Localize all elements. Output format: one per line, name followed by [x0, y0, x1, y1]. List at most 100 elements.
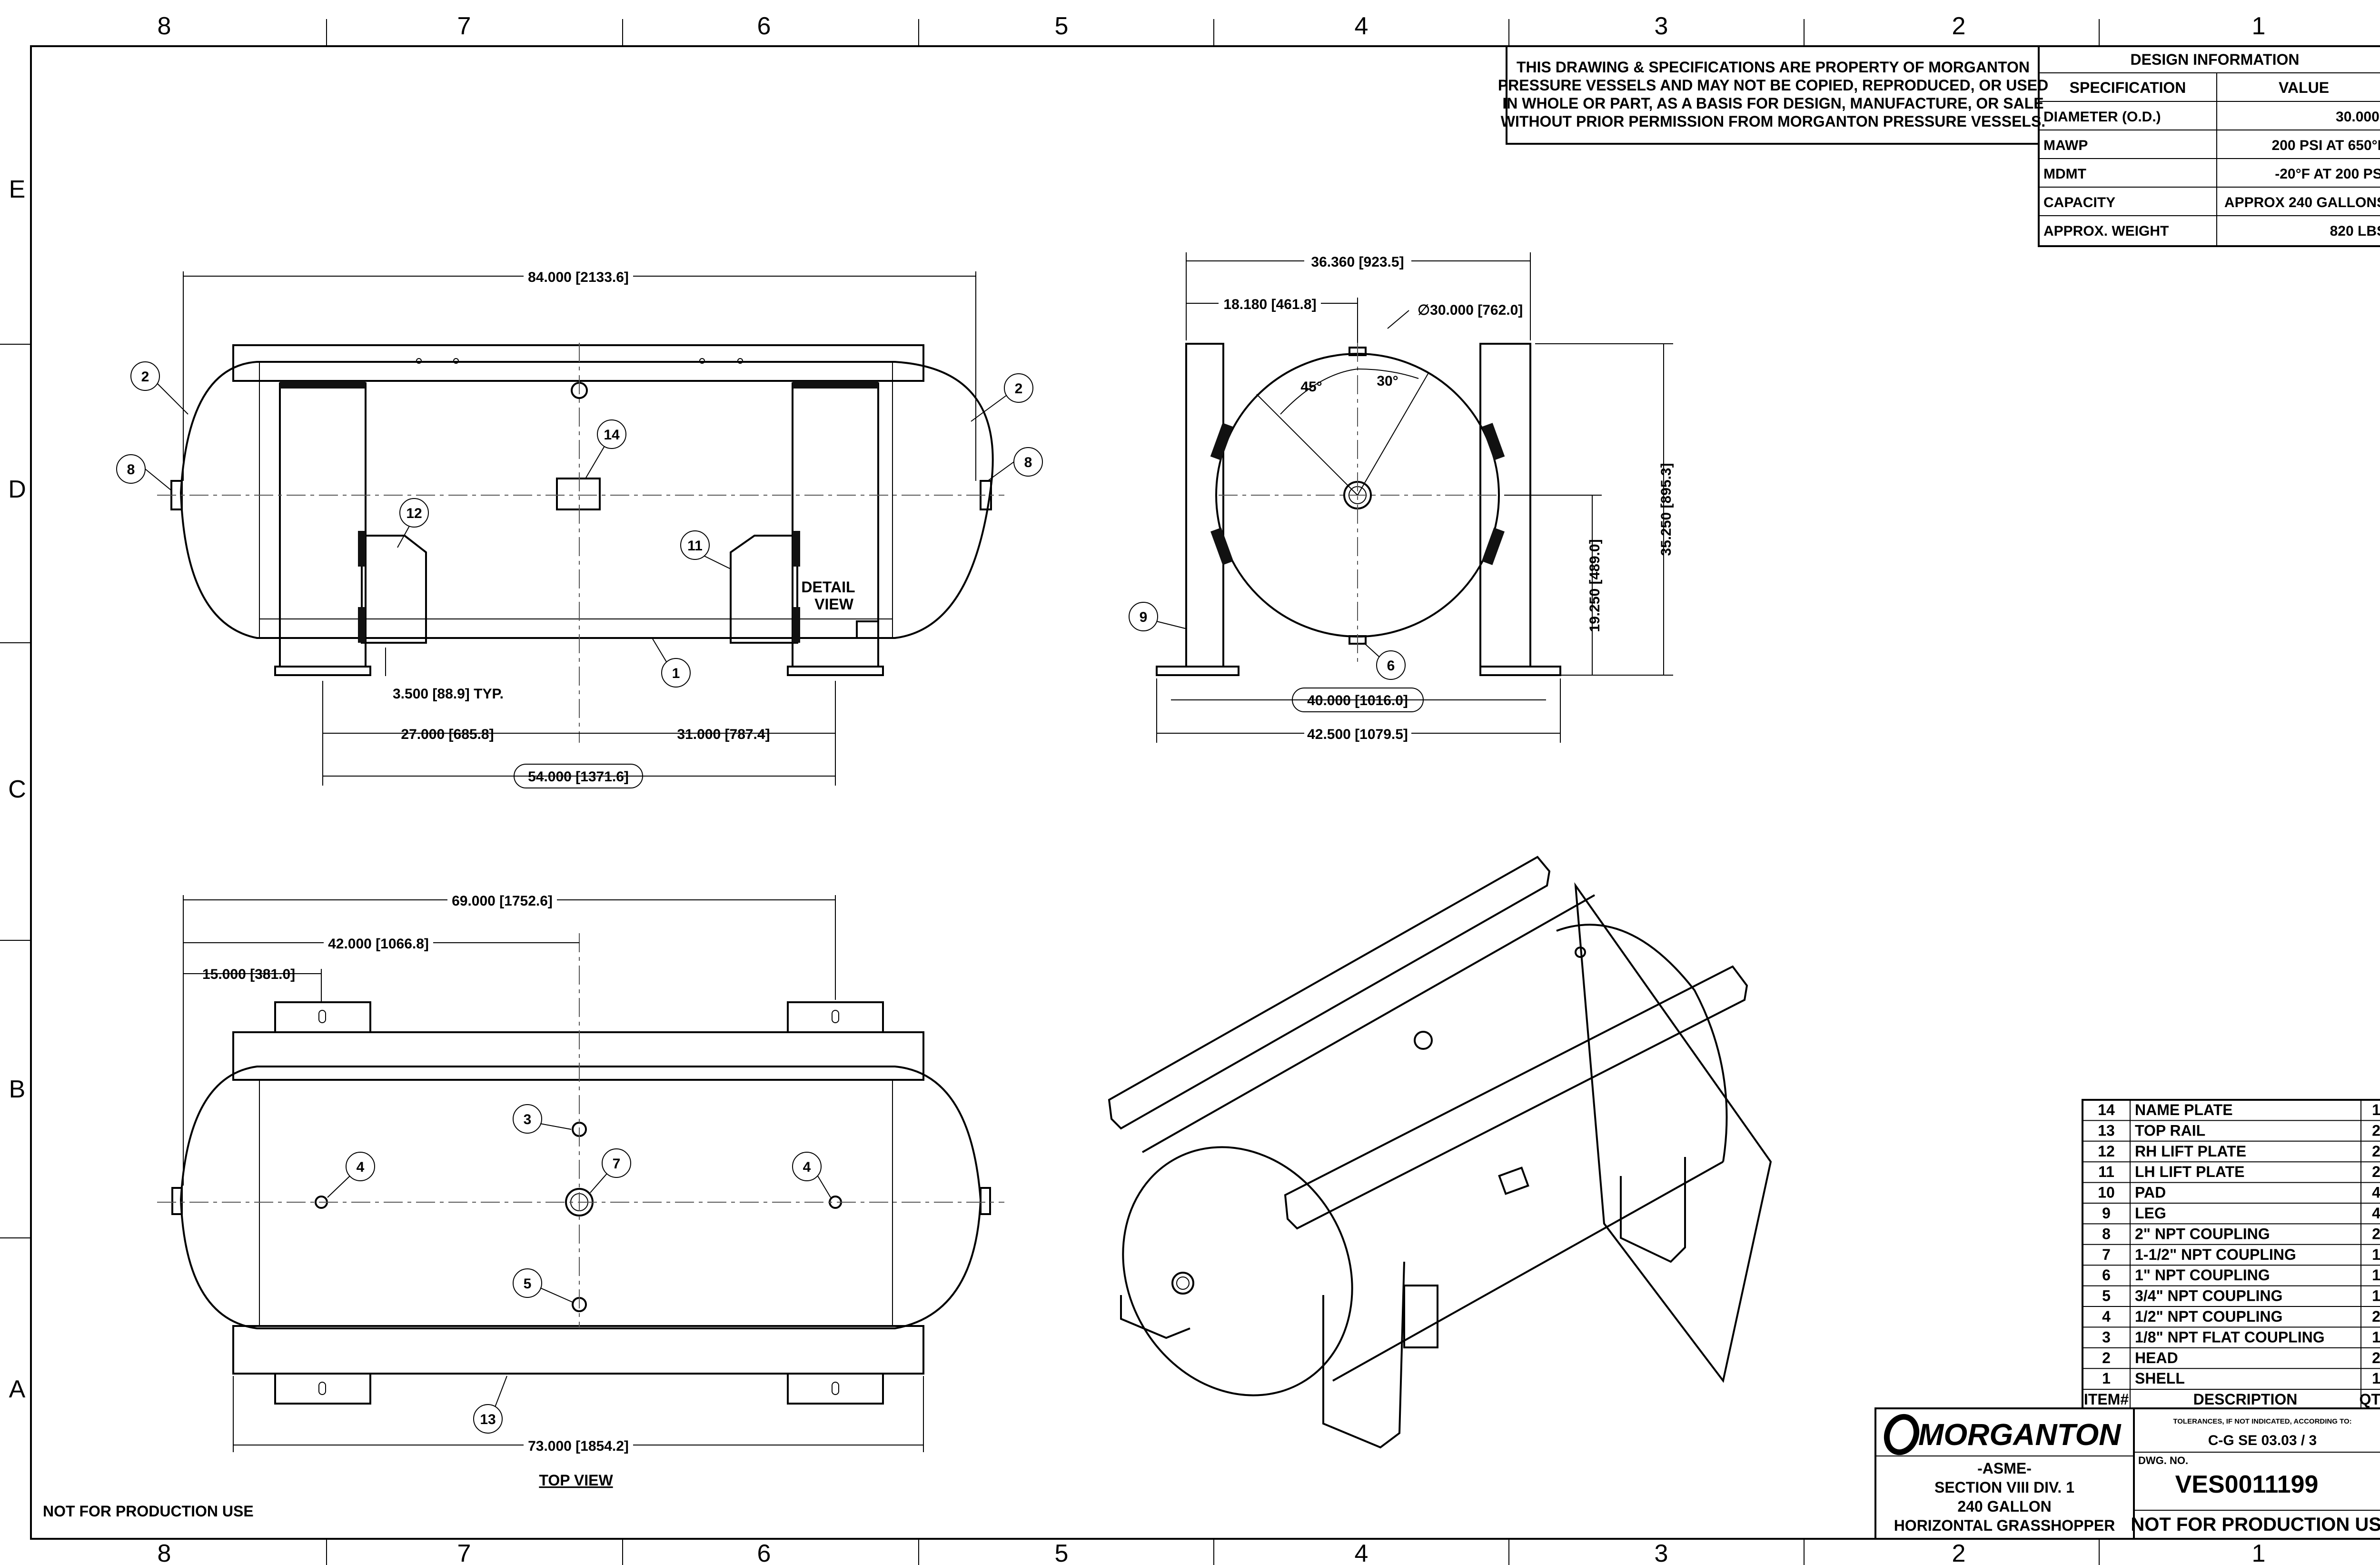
- zone-col-6-b: 6: [757, 1540, 771, 1565]
- zone-col-8: 8: [158, 12, 171, 40]
- zone-labels-top: 8 7 6 5 4 3 2 1: [158, 12, 2266, 40]
- value-capacity: APPROX 240 GALLONS: [2224, 195, 2380, 210]
- bom-item-no: 6: [2102, 1266, 2111, 1284]
- top-view-title: TOP VIEW: [539, 1472, 613, 1489]
- dim-top-leg-offset: 15.000 [381.0]: [202, 967, 295, 982]
- bom-description: 3/4" NPT COUPLING: [2135, 1287, 2282, 1305]
- side-view: 45° 30° 36.360 [923.5] 18.180 [461.8] ∅3…: [1129, 252, 1674, 743]
- dim-diameter: ∅30.000 [762.0]: [1418, 302, 1523, 318]
- bom-qty: 2: [2372, 1143, 2380, 1160]
- balloon-7: 7: [613, 1156, 621, 1172]
- isometric-view: [1108, 856, 1772, 1449]
- zone-col-2: 2: [1952, 12, 1966, 40]
- zone-labels-left: E D C B A: [8, 176, 26, 1403]
- bom-item-no: 12: [2098, 1143, 2115, 1160]
- zone-col-1-b: 1: [2252, 1540, 2266, 1565]
- iso-rail-front: [1284, 965, 1748, 1230]
- balloon-2-right: 2: [1015, 381, 1023, 397]
- bom-description: 2" NPT COUPLING: [2135, 1225, 2270, 1242]
- dim-side-half: 18.180 [461.8]: [1223, 297, 1316, 312]
- zone-col-5-b: 5: [1055, 1540, 1069, 1565]
- spec-capacity: CAPACITY: [2043, 195, 2115, 210]
- bom-qty: 1: [2372, 1101, 2380, 1118]
- angle-45: 45°: [1300, 379, 1322, 395]
- spec-diameter: DIAMETER (O.D.): [2043, 109, 2161, 125]
- detail-view-line-1: DETAIL: [801, 578, 855, 596]
- dim-leg-width: 3.500 [88.9] TYP.: [393, 686, 504, 702]
- notice-line-1: THIS DRAWING & SPECIFICATIONS ARE PROPER…: [1517, 59, 2030, 76]
- zone-col-5: 5: [1055, 12, 1069, 40]
- bom-qty: 2: [2372, 1308, 2380, 1325]
- spec-mawp: MAWP: [2043, 138, 2088, 153]
- leg-right-front: [792, 382, 879, 668]
- morganton-logo: MORGANTON: [1884, 1414, 2122, 1455]
- zone-row-A: A: [9, 1376, 26, 1403]
- bom-item-no: 1: [2102, 1370, 2111, 1387]
- design-info-title: DESIGN INFORMATION: [2131, 51, 2300, 68]
- dim-overall-length: 84.000 [2133.6]: [528, 269, 629, 285]
- bom-qty: 1: [2372, 1287, 2380, 1305]
- top-view: 69.000 [1752.6] 42.000 [1066.8] 15.000 […: [157, 891, 1004, 1489]
- bom-description: RH LIFT PLATE: [2135, 1143, 2246, 1160]
- zone-col-7-b: 7: [457, 1540, 471, 1565]
- notice-line-2: PRESSURE VESSELS AND MAY NOT BE COPIED, …: [1498, 77, 2048, 94]
- leg-right-side: [1479, 343, 1531, 668]
- footer-note: NOT FOR PRODUCTION USE: [43, 1503, 254, 1520]
- bom-header: ITEM# DESCRIPTION QTY.: [2082, 1389, 2380, 1408]
- bom-description: NAME PLATE: [2135, 1101, 2233, 1118]
- bom-qty: 1: [2372, 1266, 2380, 1284]
- zone-col-3: 3: [1655, 12, 1668, 40]
- front-view: 84.000 [2133.6] 3.500 [88.9] TYP. 27.000…: [116, 268, 1043, 788]
- bom-description: SHELL: [2135, 1370, 2185, 1387]
- bom-item-no: 5: [2102, 1287, 2111, 1305]
- notice-line-3: IN WHOLE OR PART, AS A BASIS FOR DESIGN,…: [1502, 95, 2043, 112]
- bom-description: 1" NPT COUPLING: [2135, 1266, 2270, 1284]
- dim-center-to-right: 31.000 [787.4]: [677, 727, 770, 742]
- balloon-2-left: 2: [141, 369, 149, 385]
- value-mawp: 200 PSI AT 650°F: [2272, 138, 2380, 153]
- title-status: NOT FOR PRODUCTION USE: [2131, 1514, 2380, 1535]
- detail-view-line-2: VIEW: [814, 596, 854, 613]
- zone-row-E: E: [9, 176, 26, 203]
- balloon-4-left: 4: [357, 1159, 365, 1175]
- bom-description: LEG: [2135, 1205, 2166, 1222]
- zone-col-2-b: 2: [1952, 1540, 1966, 1565]
- value-weight: 820 LBS: [2330, 223, 2380, 239]
- zone-col-4: 4: [1355, 12, 1368, 40]
- spec-mdmt: MDMT: [2043, 166, 2086, 182]
- pad-right-front: [787, 666, 884, 676]
- iso-head: [1122, 1146, 1353, 1396]
- zone-col-3-b: 3: [1655, 1540, 1668, 1565]
- dim-side-width: 36.360 [923.5]: [1311, 254, 1404, 270]
- bom-col-desc: DESCRIPTION: [2193, 1391, 2298, 1408]
- spec-weight: APPROX. WEIGHT: [2043, 223, 2169, 239]
- bom-description: TOP RAIL: [2135, 1122, 2205, 1139]
- top-rail-upper: [232, 1031, 924, 1081]
- zone-row-D: D: [8, 476, 26, 503]
- balloon-6: 6: [1387, 658, 1395, 674]
- bom-qty: 2: [2372, 1225, 2380, 1242]
- bom-description: HEAD: [2135, 1349, 2178, 1366]
- title-line-3: 240 GALLON: [1957, 1498, 2051, 1515]
- dim-side-height: 35.250 [895.3]: [1658, 463, 1674, 556]
- logo-text: MORGANTON: [1918, 1417, 2122, 1452]
- dim-top-legs: 69.000 [1752.6]: [452, 893, 553, 909]
- title-line-1: -ASME-: [1977, 1460, 2032, 1477]
- bom-item-no: 3: [2102, 1328, 2111, 1346]
- dim-side-overall: 42.500 [1079.5]: [1307, 727, 1408, 742]
- lift-plate-lh: [730, 535, 798, 644]
- dim-top-rail: 73.000 [1854.2]: [528, 1438, 629, 1454]
- tank-shell-front: [179, 361, 994, 639]
- balloon-4-right: 4: [803, 1159, 811, 1175]
- bom-description: 1-1/2" NPT COUPLING: [2135, 1246, 2296, 1263]
- iso-rail-back: [1108, 856, 1551, 1130]
- zone-row-B: B: [9, 1076, 26, 1103]
- tank-shell-top: [179, 1066, 982, 1329]
- dim-left-to-center: 27.000 [685.8]: [401, 727, 494, 742]
- design-info-col-spec: SPECIFICATION: [2070, 79, 2186, 96]
- lift-plate-rh: [361, 535, 427, 644]
- zone-ticks: [0, 19, 2100, 1565]
- design-info-col-value: VALUE: [2279, 79, 2329, 96]
- bom-qty: 2: [2372, 1349, 2380, 1366]
